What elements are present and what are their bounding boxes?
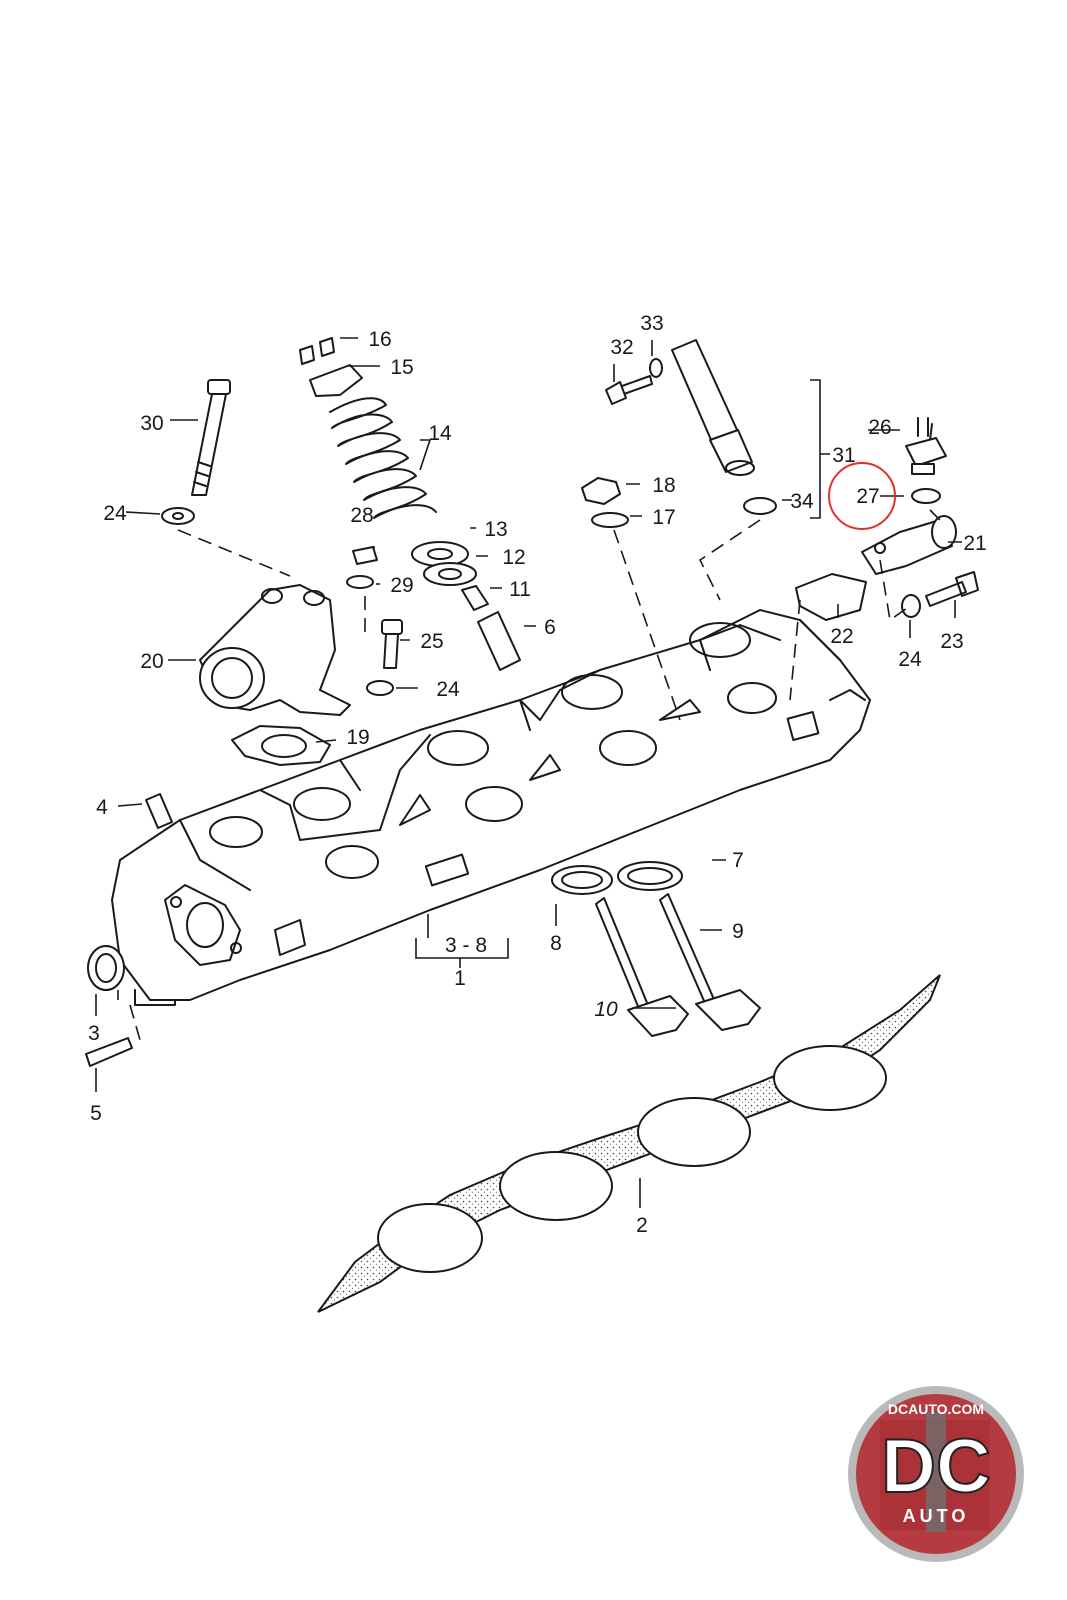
valve-seal-11: [461, 585, 489, 611]
callout-18: 18: [652, 474, 675, 497]
callout-12: 12: [502, 546, 525, 569]
callout-4: 4: [96, 796, 108, 819]
valve-seat-7: [617, 861, 683, 891]
range-label-3-8: 3 - 8: [445, 934, 487, 957]
callout-11: 11: [509, 578, 531, 601]
highlight-circle-27: [828, 462, 896, 530]
valve-seat-8: [551, 865, 613, 895]
callout-30: 30: [140, 412, 163, 435]
callout-3-left: 3: [88, 1022, 100, 1045]
stud-5: [85, 1037, 133, 1067]
callout-2: 2: [636, 1214, 648, 1237]
seal-27: [911, 488, 941, 504]
valve-guide-6: [477, 611, 521, 671]
callout-20: 20: [140, 650, 163, 673]
callout-19: 19: [346, 726, 369, 749]
cylinder-head: [111, 609, 871, 1006]
head-gasket: [317, 974, 941, 1313]
callout-28: 28: [350, 504, 373, 527]
washer-24-mid: [366, 680, 394, 696]
sensor-26: [905, 417, 947, 475]
callout-15: 15: [390, 356, 413, 379]
callout-29: 29: [390, 574, 413, 597]
gasket-22: [795, 573, 867, 621]
bolt-32: [605, 375, 653, 405]
callout-16: 16: [368, 328, 391, 351]
callout-23: 23: [940, 630, 963, 653]
callout-24-top: 24: [103, 502, 127, 525]
washer-33: [649, 358, 663, 378]
washer-24-right: [901, 594, 921, 618]
callout-1: 1: [454, 967, 466, 990]
nut-18: [581, 477, 621, 505]
plug-28: [352, 546, 378, 565]
callout-7: 7: [732, 849, 744, 872]
dowel-4: [145, 793, 173, 829]
callout-22: 22: [830, 625, 853, 648]
bolt-30: [191, 379, 231, 496]
logo-monogram-text: DC: [881, 1424, 991, 1509]
callout-17: 17: [652, 506, 675, 529]
callout-25: 25: [420, 630, 443, 653]
callout-24-right: 24: [898, 648, 922, 671]
fitting-21: [861, 515, 957, 575]
callout-32: 32: [610, 336, 633, 359]
washer-17: [591, 512, 629, 528]
callout-34: 34: [790, 490, 814, 513]
callout-5: 5: [90, 1102, 102, 1125]
leader-lines: [95, 337, 962, 1208]
callout-8: 8: [550, 932, 562, 955]
gasket-19: [231, 725, 331, 766]
spring-seat-12: [423, 562, 477, 586]
callout-6: 6: [544, 616, 556, 639]
keepers-16: [299, 337, 335, 365]
injector-31: [671, 339, 755, 476]
washer-29: [346, 575, 374, 589]
logo-site-text: DCAUTO.COM: [888, 1401, 984, 1417]
valves-9-10: [595, 893, 761, 1037]
spring-seat-13: [411, 541, 469, 567]
logo-subtitle-text: AUTO: [903, 1506, 970, 1526]
water-housing-20: [199, 584, 351, 716]
callout-27: 27: [856, 485, 879, 508]
washer-24-top: [161, 507, 195, 525]
bolt-23: [925, 571, 979, 607]
seal-34: [743, 497, 777, 515]
callout-33: 33: [640, 312, 663, 335]
retainer-15: [309, 364, 363, 397]
callout-31: 31: [832, 444, 855, 467]
bolt-25: [381, 619, 403, 669]
callout-24-mid: 24: [436, 678, 460, 701]
callout-26: 26: [868, 416, 891, 439]
callout-10: 10: [594, 998, 618, 1021]
callout-13: 13: [484, 518, 507, 541]
dcauto-logo: DCAUTO.COM DC AUTO: [848, 1386, 1024, 1562]
callout-9: 9: [732, 920, 744, 943]
valve-springs-14: [329, 397, 437, 519]
callout-21: 21: [963, 532, 986, 555]
seat-ring-3: [87, 945, 125, 991]
callout-14: 14: [428, 422, 452, 445]
